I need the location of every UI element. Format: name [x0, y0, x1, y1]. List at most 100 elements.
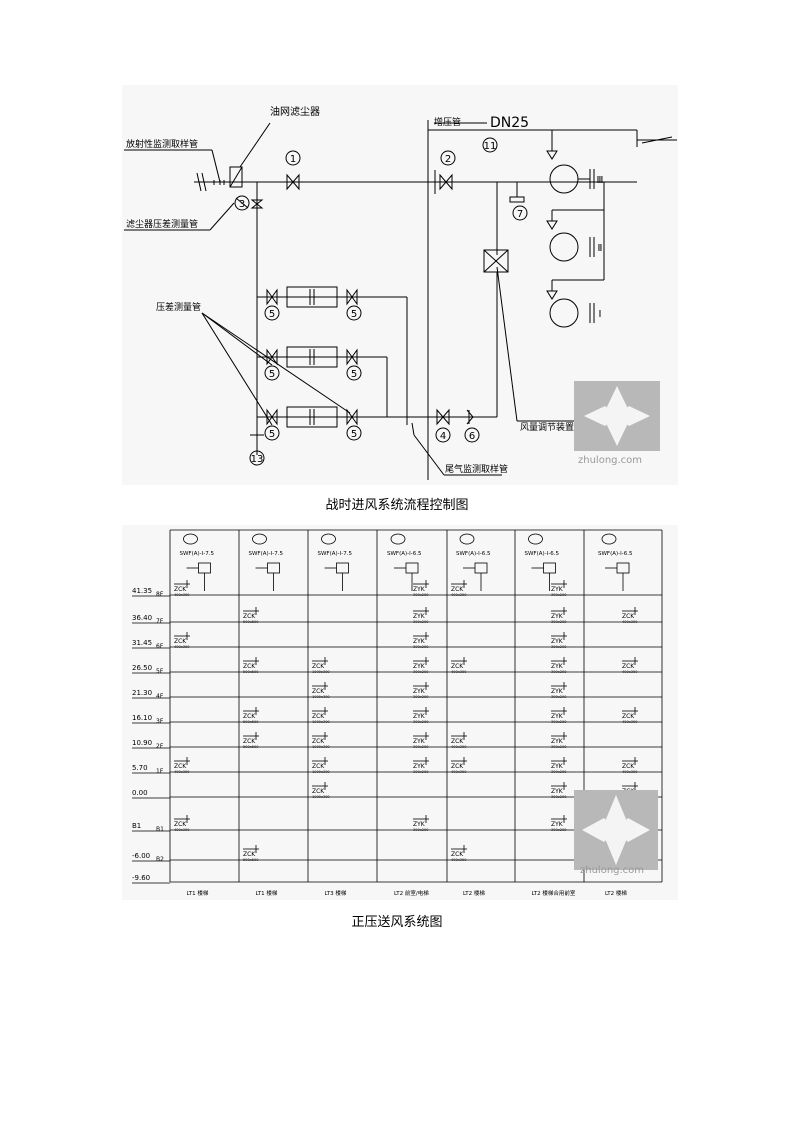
valve-size: 300x200 — [413, 645, 428, 649]
valve-size: 400x300 — [451, 670, 466, 674]
valve-tag: ZYK — [413, 613, 426, 620]
fan-mark: Ⅲ — [597, 175, 604, 186]
valve-size: 300x200 — [551, 645, 566, 649]
valve-tag: ZCK — [312, 788, 325, 795]
valve-tag: ZYK — [551, 586, 564, 593]
marker-5: 5 — [269, 309, 275, 320]
valve-tag: ZYK — [551, 688, 564, 695]
marker-5: 5 — [269, 369, 275, 380]
fan-icon — [459, 533, 475, 545]
valve-size: 300x200 — [551, 720, 566, 724]
valve-size: 400x300 — [622, 720, 637, 724]
valve-tag: ZYK — [413, 713, 426, 720]
valve-tag: ZCK — [312, 688, 325, 695]
fan-spec: SWF(A)-Ⅰ-7.5 — [249, 551, 284, 557]
valve-size: 400x300 — [174, 770, 189, 774]
marker-5: 5 — [269, 429, 275, 440]
valve-tag: ZYK — [413, 821, 426, 828]
valve-size: 300x200 — [413, 770, 428, 774]
fan-spec: SWF(A)-Ⅰ-6.5 — [598, 551, 633, 557]
fan-spec: SWF(A)-Ⅰ-6.5 — [525, 551, 560, 557]
watermark-logo-icon — [574, 790, 658, 870]
fan-icon — [390, 533, 406, 545]
valve-size: 300x200 — [413, 593, 428, 597]
floor-label: 3F — [156, 718, 164, 725]
marker-13: 13 — [251, 454, 264, 465]
valve-tag: ZYK — [551, 738, 564, 745]
valve-tag: ZYK — [551, 821, 564, 828]
valve-tag: ZCK — [451, 763, 464, 770]
valve-size: 400x300 — [451, 858, 466, 862]
valve-tag: ZCK — [312, 763, 325, 770]
valve-tag: ZCK — [312, 738, 325, 745]
valve-tag: ZYK — [551, 638, 564, 645]
valve-size: 400x300 — [174, 645, 189, 649]
valve-tag: ZCK — [174, 638, 187, 645]
valve-tag: ZCK — [622, 663, 635, 670]
marker-5: 5 — [351, 309, 357, 320]
valve-tag: ZYK — [413, 688, 426, 695]
valve-tag: ZYK — [551, 713, 564, 720]
filter-dp-pipe-label: 滤尘器压差测量管 — [126, 218, 198, 230]
watermark-text: zhulong.com — [578, 455, 643, 466]
valve-tag: ZCK — [451, 663, 464, 670]
fan-box — [616, 562, 630, 574]
floor-label: 2F — [156, 743, 164, 750]
valve-size: 400x300 — [622, 770, 637, 774]
ventilation-flow-diagram: 油网滤尘器 增压管 DN25 放射性监测取样管 滤尘器压差测量管 压差测量管 风… — [122, 85, 678, 485]
floor-label: B1 — [156, 826, 164, 833]
valve-size: 500x500 — [243, 670, 258, 674]
valve-tag: ZYK — [551, 613, 564, 620]
valve-size: 300x200 — [551, 593, 566, 597]
valve-tag: ZCK — [622, 713, 635, 720]
figure2-caption: 正压送风系统图 — [351, 915, 443, 930]
airflow-device-label: 风量调节装置 — [520, 421, 574, 433]
valve-size: 400x300 — [451, 770, 466, 774]
valve-size: 300x200 — [413, 720, 428, 724]
fan-icon — [321, 533, 336, 545]
valve-size: 300x200 — [551, 795, 566, 799]
valve-size: 400x300 — [622, 670, 637, 674]
valve-size: 300x200 — [551, 745, 566, 749]
valve-size: 300x200 — [551, 828, 566, 832]
valve-size: 1000x300 — [312, 695, 330, 699]
fan-box — [336, 562, 349, 574]
valve-tag: ZYK — [551, 663, 564, 670]
floor-label: B2 — [156, 856, 164, 863]
valve-tag: ZCK — [243, 613, 256, 620]
fan-mark: Ⅱ — [598, 243, 603, 254]
marker-2: 2 — [445, 154, 451, 165]
fan-box — [474, 562, 488, 574]
marker-4: 4 — [440, 431, 446, 442]
marker-3: 3 — [239, 199, 245, 210]
column-label: LT2 楼梯 — [463, 889, 485, 897]
valve-tag: ZYK — [413, 763, 426, 770]
floor-label: 7F — [156, 618, 164, 625]
column-label: LT2 楼梯 — [605, 889, 627, 897]
fan-spec: SWF(A)-Ⅰ-7.5 — [180, 551, 215, 557]
elevation-label: 26.50 — [132, 664, 152, 672]
oil-filter-label: 油网滤尘器 — [270, 105, 320, 118]
floor-label: 8F — [156, 591, 164, 598]
valve-size: 400x300 — [622, 620, 637, 624]
fan-icon — [528, 533, 543, 545]
elevation-label: 5.70 — [132, 764, 148, 772]
elevation-label: 0.00 — [132, 789, 148, 797]
valve-tag: ZCK — [312, 663, 325, 670]
marker-5: 5 — [351, 429, 357, 440]
valve-size: 500x500 — [243, 858, 258, 862]
marker-6: 6 — [469, 431, 475, 442]
fan-box — [198, 562, 211, 574]
valve-size: 300x200 — [413, 745, 428, 749]
fan-spec: SWF(A)-Ⅰ-6.5 — [387, 551, 422, 557]
valve-size: 1000x300 — [312, 770, 330, 774]
valve-size: 400x300 — [451, 593, 466, 597]
radiation-pipe-label: 放射性监测取样管 — [126, 138, 198, 150]
valve-size: 300x200 — [413, 620, 428, 624]
fan-box — [543, 562, 556, 574]
valve-size: 300x200 — [413, 828, 428, 832]
floor-label: 5F — [156, 668, 164, 675]
marker-11: 11 — [484, 141, 497, 152]
valve-tag: ZYK — [413, 586, 426, 593]
